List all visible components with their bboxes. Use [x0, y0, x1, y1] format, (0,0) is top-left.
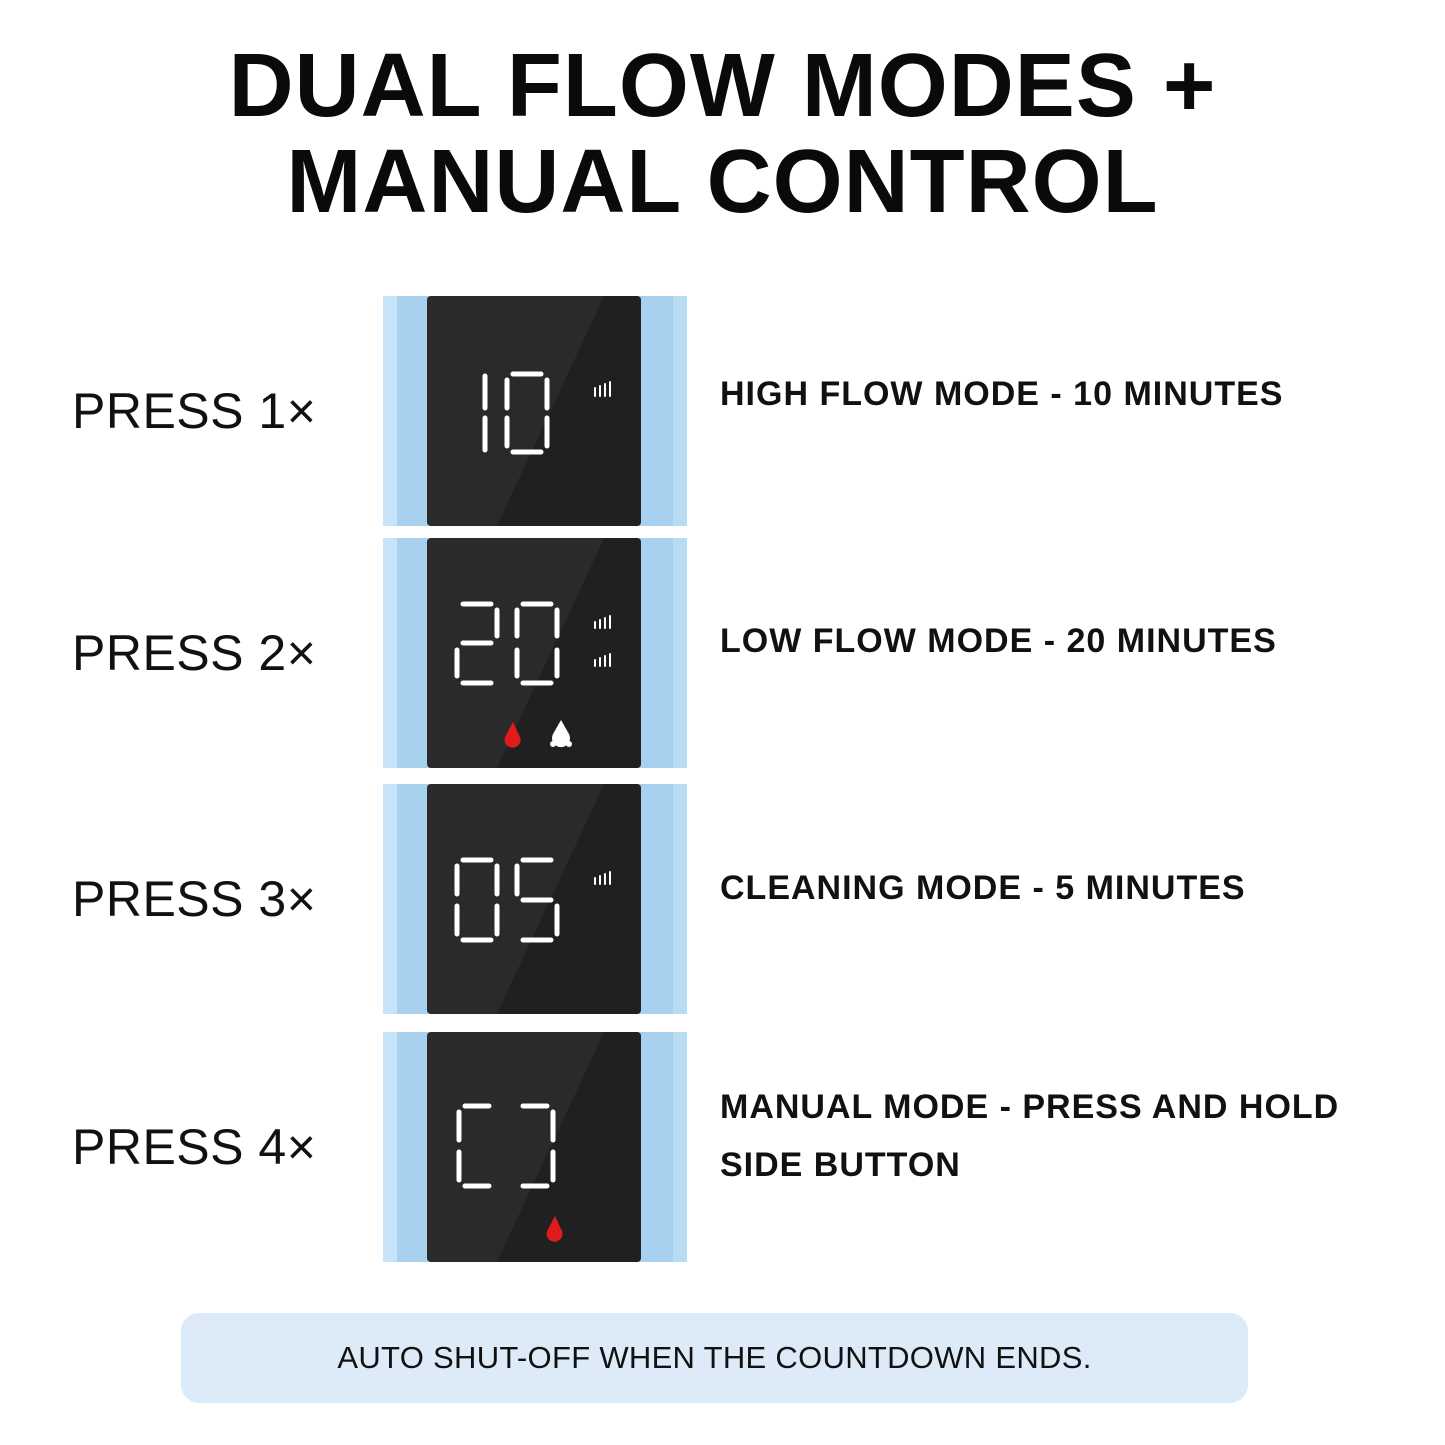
water-drop-icon	[550, 720, 572, 748]
mode-description: HIGH FLOW MODE - 10 MINUTES	[720, 375, 1284, 413]
segment-display	[482, 371, 611, 455]
lcd-screen	[427, 296, 641, 526]
mode-row-1: PRESS 1×	[0, 296, 1445, 526]
title-line-1: DUAL FLOW MODES +	[228, 36, 1217, 136]
title-line-2: MANUAL CONTROL	[286, 132, 1159, 232]
lcd-screen	[427, 538, 641, 768]
mode-description: LOW FLOW MODE - 20 MINUTES	[720, 622, 1277, 660]
press-label: PRESS 3×	[72, 871, 317, 927]
red-drop-icon	[546, 1216, 563, 1242]
spray-icon	[594, 615, 611, 629]
lcd-screen	[427, 784, 641, 1014]
mode-description: MANUAL MODE - PRESS AND HOLD SIDE BUTTON	[720, 1088, 1340, 1184]
press-label: PRESS 4×	[72, 1119, 317, 1175]
mode-row-2: PRESS 2×	[0, 538, 1445, 768]
page-title: DUAL FLOW MODES + MANUAL CONTROL	[0, 38, 1445, 230]
press-label: PRESS 2×	[72, 625, 317, 681]
lcd-screen	[427, 1032, 641, 1262]
mode-row-4: PRESS 4× MANUA	[0, 1032, 1445, 1262]
segment-display	[454, 857, 611, 943]
device-display-panel	[383, 296, 687, 526]
auto-shutoff-note: AUTO SHUT-OFF WHEN THE COUNTDOWN ENDS.	[181, 1313, 1248, 1403]
segment-display	[454, 601, 611, 748]
press-label: PRESS 1×	[72, 383, 317, 439]
device-display-panel	[383, 784, 687, 1014]
mode-row-3: PRESS 3×	[0, 784, 1445, 1014]
spray-icon	[594, 653, 611, 667]
red-drop-icon	[504, 722, 521, 748]
mode-description: CLEANING MODE - 5 MINUTES	[720, 869, 1246, 907]
segment-display	[456, 1103, 563, 1242]
device-display-panel	[383, 1032, 687, 1262]
spray-icon	[594, 871, 611, 885]
spray-icon	[594, 381, 611, 397]
device-display-panel	[383, 538, 687, 768]
